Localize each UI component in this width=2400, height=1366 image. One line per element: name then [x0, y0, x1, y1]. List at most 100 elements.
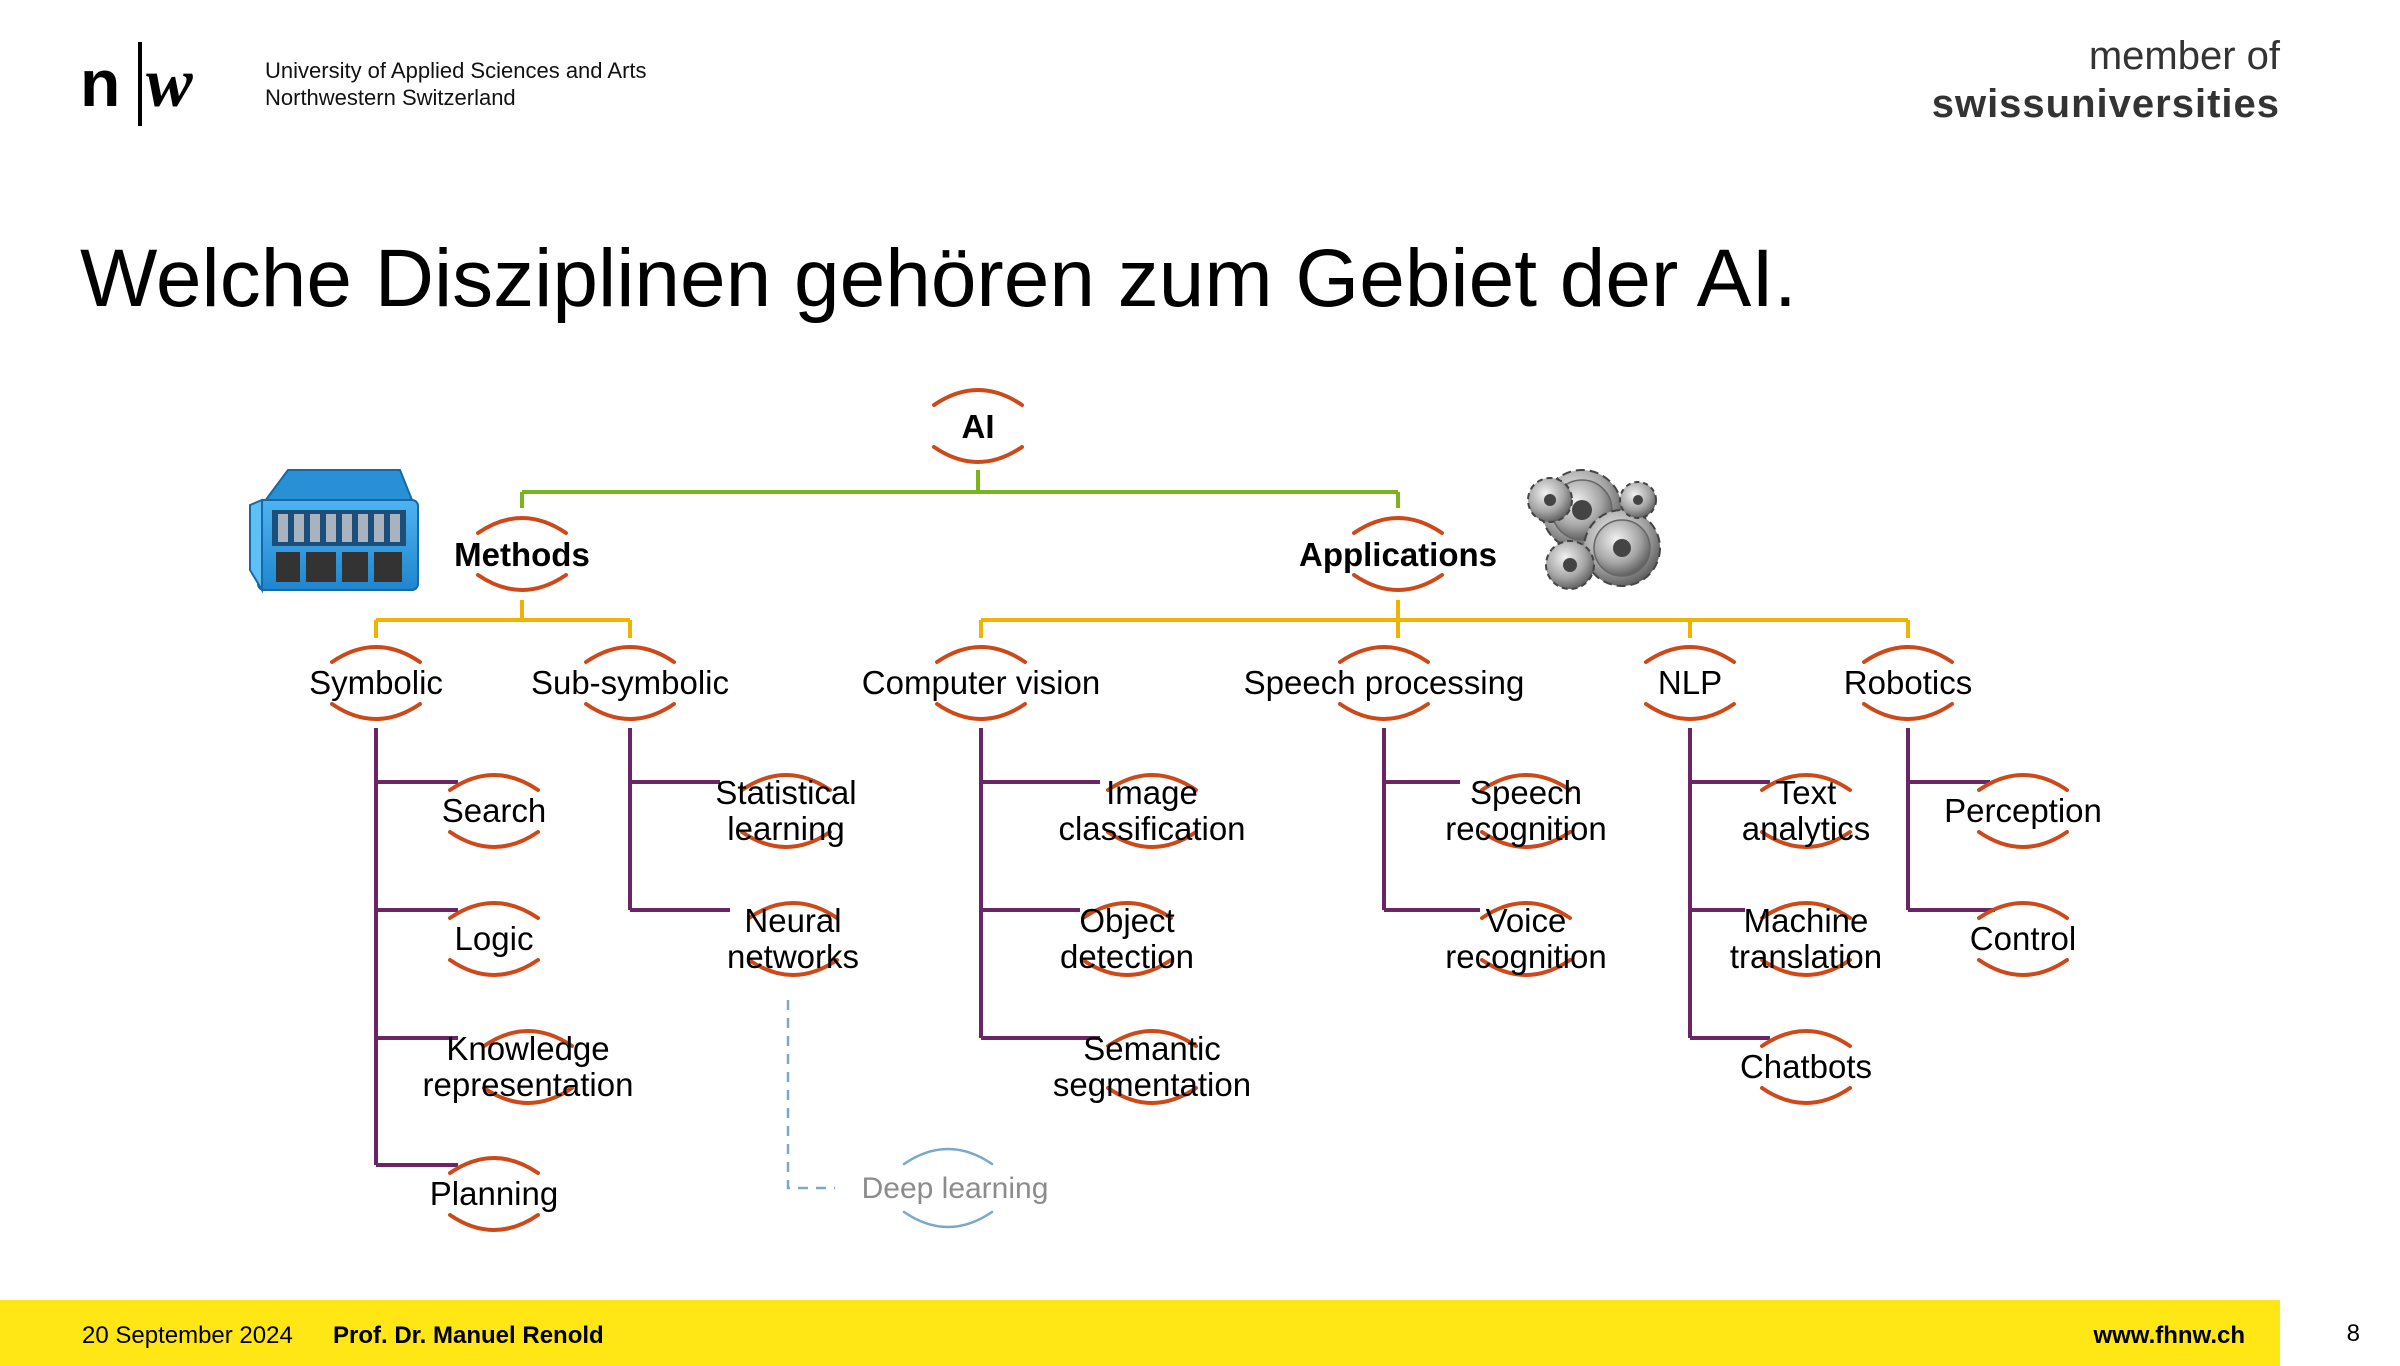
bracket-bottom-nlp: [1644, 702, 1736, 721]
bracket-top-control: [1977, 901, 2069, 920]
node-search: Search: [442, 792, 547, 829]
bracket-bottom-text-analytics: [1760, 830, 1852, 849]
svg-text:n: n: [80, 46, 120, 120]
methods-connector: [374, 600, 632, 638]
node-semantic-segmentation-line1: Semantic: [1083, 1030, 1221, 1067]
fhnw-logo: n w: [80, 38, 230, 130]
node-methods: Methods: [454, 536, 590, 573]
node-chatbots: Chatbots: [1740, 1048, 1872, 1085]
footer-date: 20 September 2024: [82, 1322, 293, 1349]
bracket-bottom-ai: [932, 445, 1024, 464]
bracket-top-symbolic: [330, 645, 422, 664]
node-planning: Planning: [430, 1175, 558, 1212]
deep-learning-connector: [786, 1000, 835, 1190]
bracket-top-computer-vision: [935, 645, 1027, 664]
node-sub-symbolic: Sub-symbolic: [531, 664, 729, 701]
node-knowledge-representation-line2: representation: [423, 1066, 634, 1103]
node-text-analytics-line1: Text: [1776, 774, 1837, 811]
bracket-bottom-voice-recognition: [1480, 958, 1572, 977]
bracket-top-speech-processing: [1338, 645, 1430, 664]
node-control: Control: [1970, 920, 2076, 957]
subsymbolic-children-connector: [628, 728, 730, 912]
bracket-bottom-statistical-learning: [740, 830, 832, 849]
bracket-top-logic: [448, 901, 540, 920]
node-deep-learning: Deep learning: [862, 1172, 1049, 1205]
node-text-analytics-line2: analytics: [1742, 810, 1870, 847]
node-brackets: [330, 388, 2069, 1232]
bracket-bottom-robotics: [1862, 702, 1954, 721]
footer-website-link[interactable]: www.fhnw.ch: [2093, 1322, 2245, 1349]
bracket-top-knowledge-representation: [482, 1029, 574, 1048]
node-applications: Applications: [1299, 536, 1497, 573]
bracket-top-search: [448, 773, 540, 792]
node-image-classification-line1: Image: [1106, 774, 1198, 811]
bracket-top-semantic-segmentation: [1106, 1029, 1198, 1048]
node-perception: Perception: [1944, 792, 2102, 829]
node-image-classification-line2: classification: [1058, 810, 1245, 847]
bracket-bottom-semantic-segmentation: [1106, 1086, 1198, 1105]
member-of-label: member of: [2088, 34, 2280, 78]
bracket-top-applications: [1352, 516, 1444, 535]
node-logic: Logic: [455, 920, 534, 957]
bracket-bottom-knowledge-representation: [482, 1086, 574, 1105]
university-name-line1: University of Applied Sciences and Arts: [265, 58, 647, 83]
bracket-bottom-planning: [448, 1213, 540, 1232]
node-voice-recognition-line2: recognition: [1445, 938, 1606, 975]
bracket-bottom-applications: [1352, 573, 1444, 592]
root-connector: [520, 470, 1400, 508]
bracket-bottom-logic: [448, 958, 540, 977]
footer-author: Prof. Dr. Manuel Renold: [333, 1322, 604, 1349]
bracket-top-object-detection: [1081, 901, 1173, 920]
university-name-line2: Northwestern Switzerland: [265, 85, 516, 110]
node-semantic-segmentation-line2: segmentation: [1053, 1066, 1251, 1103]
bracket-bottom-speech-processing: [1338, 702, 1430, 721]
node-computer-vision: Computer vision: [862, 664, 1100, 701]
bracket-bottom-object-detection: [1081, 958, 1173, 977]
bracket-bottom-methods: [476, 573, 568, 592]
node-statistical-learning-line2: learning: [727, 810, 844, 847]
bracket-bottom-perception: [1977, 830, 2069, 849]
bracket-top-perception: [1977, 773, 2069, 792]
bracket-bottom-deep-learning: [902, 1210, 994, 1229]
bracket-bottom-sub-symbolic: [584, 702, 676, 721]
bracket-bottom-control: [1977, 958, 2069, 977]
node-nlp: NLP: [1658, 664, 1722, 701]
toolbox-icon: [249, 469, 419, 594]
node-neural-networks-line2: networks: [727, 938, 859, 975]
symbolic-children-connector: [374, 728, 458, 1167]
node-machine-translation-line1: Machine: [1744, 902, 1869, 939]
bracket-top-robotics: [1862, 645, 1954, 664]
node-statistical-learning-line1: Statistical: [715, 774, 856, 811]
node-speech-processing: Speech processing: [1244, 664, 1525, 701]
bracket-top-neural-networks: [747, 901, 839, 920]
bracket-top-methods: [476, 516, 568, 535]
bracket-bottom-speech-recognition: [1480, 830, 1572, 849]
bracket-top-planning: [448, 1156, 540, 1175]
node-speech-recognition-line2: recognition: [1445, 810, 1606, 847]
node-symbolic: Symbolic: [309, 664, 443, 701]
node-knowledge-representation-line1: Knowledge: [446, 1030, 609, 1067]
svg-text:w: w: [146, 45, 193, 122]
applications-connector: [979, 600, 1910, 638]
bracket-top-speech-recognition: [1480, 773, 1572, 792]
page-number: 8: [2346, 1320, 2360, 1347]
nlp-children-connector: [1688, 728, 1770, 1040]
bracket-top-chatbots: [1760, 1029, 1852, 1048]
bracket-bottom-machine-translation: [1760, 958, 1852, 977]
bracket-top-sub-symbolic: [584, 645, 676, 664]
node-speech-recognition-line1: Speech: [1470, 774, 1582, 811]
node-neural-networks-line1: Neural: [744, 902, 841, 939]
bracket-top-ai: [932, 388, 1024, 407]
bracket-bottom-computer-vision: [935, 702, 1027, 721]
node-object-detection-line1: Object: [1079, 902, 1174, 939]
speech-children-connector: [1382, 728, 1480, 912]
gears-icon: [1527, 469, 1661, 590]
bracket-top-text-analytics: [1760, 773, 1852, 792]
slide-title: Welche Disziplinen gehören zum Gebiet de…: [80, 233, 1797, 324]
bracket-bottom-search: [448, 830, 540, 849]
computer-vision-children-connector: [979, 728, 1100, 1040]
node-robotics: Robotics: [1844, 664, 1972, 701]
bracket-top-image-classification: [1106, 773, 1198, 792]
node-ai: AI: [962, 408, 995, 445]
bracket-top-machine-translation: [1760, 901, 1852, 920]
